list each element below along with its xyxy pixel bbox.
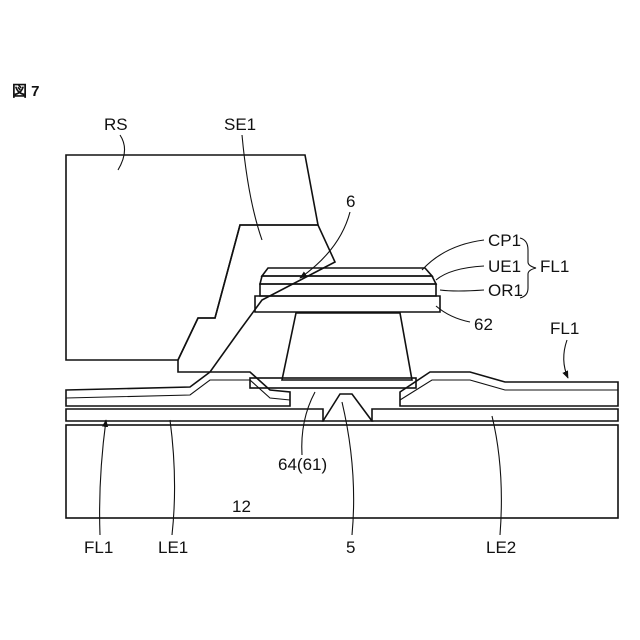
electrode-62 bbox=[255, 296, 440, 312]
label-le2: LE2 bbox=[486, 538, 516, 557]
leader-ue1 bbox=[436, 266, 484, 280]
film-fl1-left-stack bbox=[66, 372, 290, 406]
leader-64 bbox=[302, 392, 315, 455]
label-rs: RS bbox=[104, 115, 128, 134]
label-fl1-left: FL1 bbox=[84, 538, 113, 557]
seal-se1 bbox=[178, 225, 335, 372]
layer-cp1 bbox=[262, 268, 432, 276]
label-or1: OR1 bbox=[488, 281, 523, 300]
label-fl1-group: FL1 bbox=[540, 257, 569, 276]
label-se1: SE1 bbox=[224, 115, 256, 134]
layer-ue1 bbox=[260, 276, 436, 284]
label-ue1: UE1 bbox=[488, 257, 521, 276]
label-12: 12 bbox=[232, 497, 251, 516]
lower-electrode-le2 bbox=[372, 409, 618, 421]
semiconductor-5 bbox=[323, 394, 372, 421]
film-fl1-right-stack bbox=[400, 372, 618, 406]
leader-rs bbox=[118, 135, 125, 170]
leader-fl1-right bbox=[564, 340, 568, 378]
pillar-64 bbox=[282, 313, 412, 380]
substrate-12 bbox=[66, 425, 618, 518]
figure-label: 図 7 bbox=[12, 83, 40, 100]
label-fl1-right: FL1 bbox=[550, 319, 579, 338]
leader-le2 bbox=[492, 416, 501, 535]
label-64-61: 64(61) bbox=[278, 455, 327, 474]
layer-or1 bbox=[260, 284, 436, 296]
leader-62 bbox=[436, 306, 470, 322]
label-5: 5 bbox=[346, 538, 355, 557]
leader-cp1 bbox=[422, 240, 484, 270]
label-le1: LE1 bbox=[158, 538, 188, 557]
label-6: 6 bbox=[346, 192, 355, 211]
label-62: 62 bbox=[474, 315, 493, 334]
film-fl1-left-interface bbox=[66, 380, 290, 400]
film-fl1-right-interface bbox=[400, 380, 618, 400]
leader-5 bbox=[342, 402, 354, 535]
leader-or1 bbox=[440, 290, 484, 291]
lower-electrode-le1 bbox=[66, 409, 323, 421]
label-cp1: CP1 bbox=[488, 231, 521, 250]
